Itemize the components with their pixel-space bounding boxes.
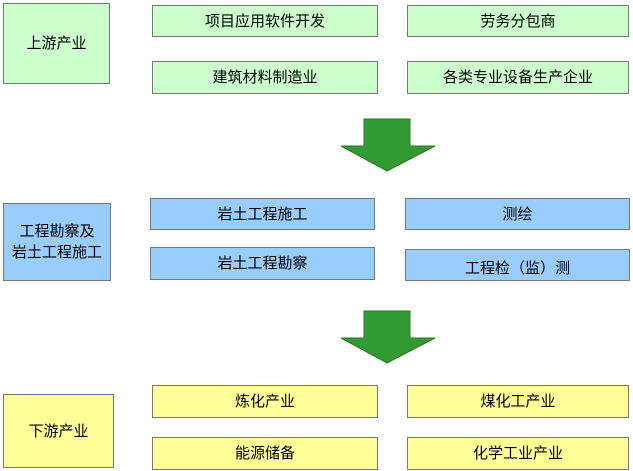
upstream-item-labor: 劳务分包商: [407, 5, 629, 37]
upstream-item-label: 劳务分包商: [480, 11, 556, 30]
upstream-item-label: 建筑材料制造业: [212, 68, 318, 86]
midstream-label-box: 工程勘察及 岩土工程施工: [3, 203, 111, 281]
midstream-label-line1: 工程勘察及: [19, 222, 95, 240]
upstream-item-equipment: 各类专业设备生产企业: [407, 61, 629, 94]
midstream-item-label: 测绘: [502, 204, 533, 223]
downstream-item-coal-chemical: 煤化工产业: [407, 385, 629, 418]
midstream-label-line2: 岩土工程施工: [11, 243, 102, 261]
upstream-item-label: 项目应用软件开发: [204, 11, 325, 30]
downstream-label-box: 下游产业: [3, 394, 114, 468]
midstream-item-inspection: 工程检（监）测: [405, 249, 630, 281]
downstream-item-chemical-industry: 化学工业产业: [407, 437, 629, 470]
downstream-item-label: 化学工业产业: [472, 444, 563, 462]
midstream-item-surveying: 测绘: [405, 198, 630, 230]
upstream-item-software: 项目应用软件开发: [152, 5, 378, 37]
downstream-item-refining: 炼化产业: [152, 385, 378, 418]
upstream-item-label: 各类专业设备生产企业: [442, 68, 593, 86]
downstream-item-energy-storage: 能源储备: [152, 437, 378, 470]
midstream-item-label: 岩土工程施工: [217, 204, 308, 223]
downstream-label: 下游产业: [28, 421, 89, 440]
midstream-item-geotech-construction: 岩土工程施工: [150, 198, 375, 230]
down-arrow-icon: [340, 118, 436, 172]
downstream-item-label: 能源储备: [234, 444, 295, 462]
downstream-item-label: 炼化产业: [234, 392, 295, 410]
down-arrow-icon: [340, 310, 436, 364]
midstream-item-label: 岩土工程勘察: [217, 254, 308, 272]
upstream-item-materials: 建筑材料制造业: [152, 61, 378, 94]
midstream-item-label: 工程检（监）测: [464, 258, 570, 277]
upstream-label-box: 上游产业: [3, 3, 110, 84]
downstream-item-label: 煤化工产业: [480, 392, 556, 410]
upstream-label: 上游产业: [26, 34, 87, 52]
midstream-item-geotech-investigation: 岩土工程勘察: [150, 247, 375, 280]
